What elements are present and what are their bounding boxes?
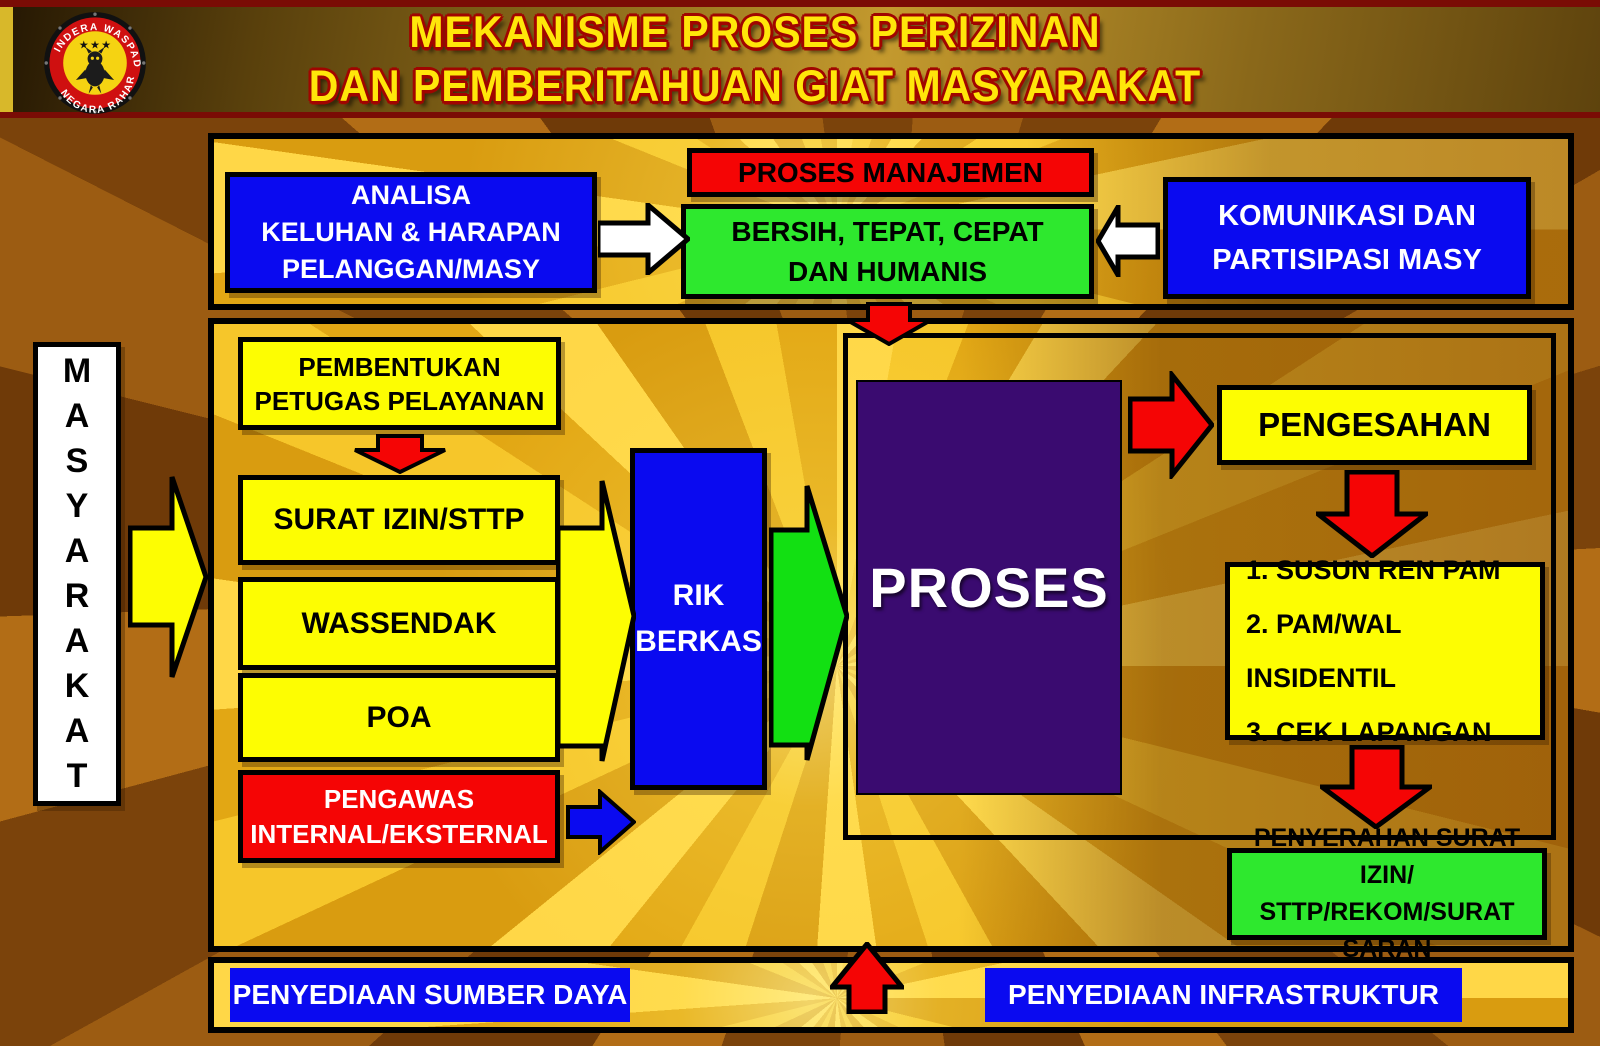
komunikasi-line1: KOMUNIKASI DAN [1218, 200, 1476, 232]
tindak-lanjut-box: 1. SUSUN REN PAM 2. PAM/WAL INSIDENTIL 3… [1225, 555, 1545, 747]
pengesahan-box: PENGESAHAN [1217, 385, 1532, 465]
infrastruktur-label: PENYEDIAAN INFRASTRUKTUR [1008, 979, 1439, 1010]
masyarakat-rail: MASYARAKAT [33, 342, 121, 806]
page-title: MEKANISME PROSES PERIZINAN DAN PEMBERITA… [180, 5, 1330, 113]
analisa-box: ANALISA KELUHAN & HARAPAN PELANGGAN/MASY [225, 172, 597, 293]
page-title-line1: MEKANISME PROSES PERIZINAN [409, 7, 1101, 57]
tindak-lanjut-item2: 2. PAM/WAL INSIDENTIL [1246, 609, 1402, 693]
rik-berkas-line2: BERKAS [635, 625, 762, 658]
penyerahan-box: PENYERAHAN SURAT IZIN/ STTP/REKOM/SURAT … [1227, 824, 1547, 963]
pembentukan-line2: PETUGAS PELAYANAN [254, 385, 545, 416]
pengesahan-label: PENGESAHAN [1258, 406, 1491, 443]
proses-inner-panel [843, 333, 1556, 840]
page-title-line2: DAN PEMBERITAHUAN GIAT MASYARAKAT [308, 61, 1202, 111]
sumber-daya-label: PENYEDIAAN SUMBER DAYA [232, 979, 628, 1010]
pengawas-line2: INTERNAL/EKSTERNAL [250, 818, 548, 849]
white-left-arrow-icon [1096, 205, 1160, 277]
red-down-arrow-pembentukan-icon [354, 434, 446, 474]
masyarakat-label: MASYARAKAT [62, 352, 92, 795]
analisa-line1: ANALISA [351, 180, 471, 210]
white-right-arrow-icon [598, 203, 690, 275]
sumber-daya-box: PENYEDIAAN SUMBER DAYA [230, 968, 630, 1022]
poa-label: POA [366, 700, 432, 734]
intelkam-logo: INDERA WASPADA NEGARA RAHARJA ★ ★ ★ [42, 10, 146, 116]
analisa-line3: PELANGGAN/MASY [281, 254, 541, 284]
proses-label: PROSES [869, 556, 1109, 619]
logo-stars: ★ ★ ★ [80, 40, 111, 51]
bersih-box: BERSIH, TEPAT, CEPAT DAN HUMANIS [681, 204, 1094, 299]
red-down-arrow-penyerahan-icon [1320, 745, 1432, 829]
red-up-arrow-bottom-icon [830, 942, 904, 1014]
yellow-right-arrow-masyarakat-icon [128, 476, 208, 678]
pembentukan-box: PEMBENTUKAN PETUGAS PELAYANAN [238, 337, 561, 430]
surat-izin-label: SURAT IZIN/STTP [273, 503, 525, 536]
komunikasi-box: KOMUNIKASI DAN PARTISIPASI MASY [1163, 177, 1531, 299]
pengawas-box: PENGAWAS INTERNAL/EKSTERNAL [238, 770, 560, 863]
infrastruktur-box: PENYEDIAAN INFRASTRUKTUR [985, 968, 1462, 1022]
penyerahan-line2: STTP/REKOM/SURAT SARAN [1259, 898, 1515, 963]
bersih-line1: BERSIH, TEPAT, CEPAT [731, 215, 1044, 247]
komunikasi-line2: PARTISIPASI MASY [1212, 244, 1482, 276]
surat-izin-box: SURAT IZIN/STTP [238, 475, 560, 565]
analisa-line2: KELUHAN & HARAPAN [261, 217, 561, 247]
penyerahan-line1: PENYERAHAN SURAT IZIN/ [1253, 824, 1521, 889]
logo-owl-figure [75, 47, 115, 94]
pengawas-line1: PENGAWAS [323, 783, 475, 814]
blue-right-arrow-pengawas-icon [566, 789, 636, 855]
pembentukan-line1: PEMBENTUKAN [298, 351, 501, 382]
tindak-lanjut-item1: 1. SUSUN REN PAM [1246, 555, 1501, 585]
red-down-arrow-tindak-lanjut-icon [1316, 470, 1428, 558]
proses-manajemen-label: PROSES MANAJEMEN [738, 156, 1043, 188]
yellow-right-arrow-berkas-icon [556, 480, 636, 762]
rik-berkas-line1: RIK [672, 579, 725, 612]
red-right-arrow-pengesahan-icon [1128, 371, 1214, 479]
wassendak-label: WASSENDAK [301, 606, 497, 640]
title-band: INDERA WASPADA NEGARA RAHARJA ★ ★ ★ MEKA… [0, 0, 1600, 118]
poa-box: POA [238, 673, 560, 762]
bersih-line2: DAN HUMANIS [787, 255, 988, 287]
red-down-arrow-manajemen-icon [845, 302, 933, 346]
wassendak-box: WASSENDAK [238, 577, 560, 670]
proses-box: PROSES [856, 380, 1122, 795]
green-right-arrow-proses-icon [769, 485, 849, 761]
tindak-lanjut-item3: 3. CEK LAPANGAN [1246, 717, 1492, 747]
rik-berkas-box: RIK BERKAS [630, 448, 767, 790]
proses-manajemen-box: PROSES MANAJEMEN [687, 148, 1094, 197]
